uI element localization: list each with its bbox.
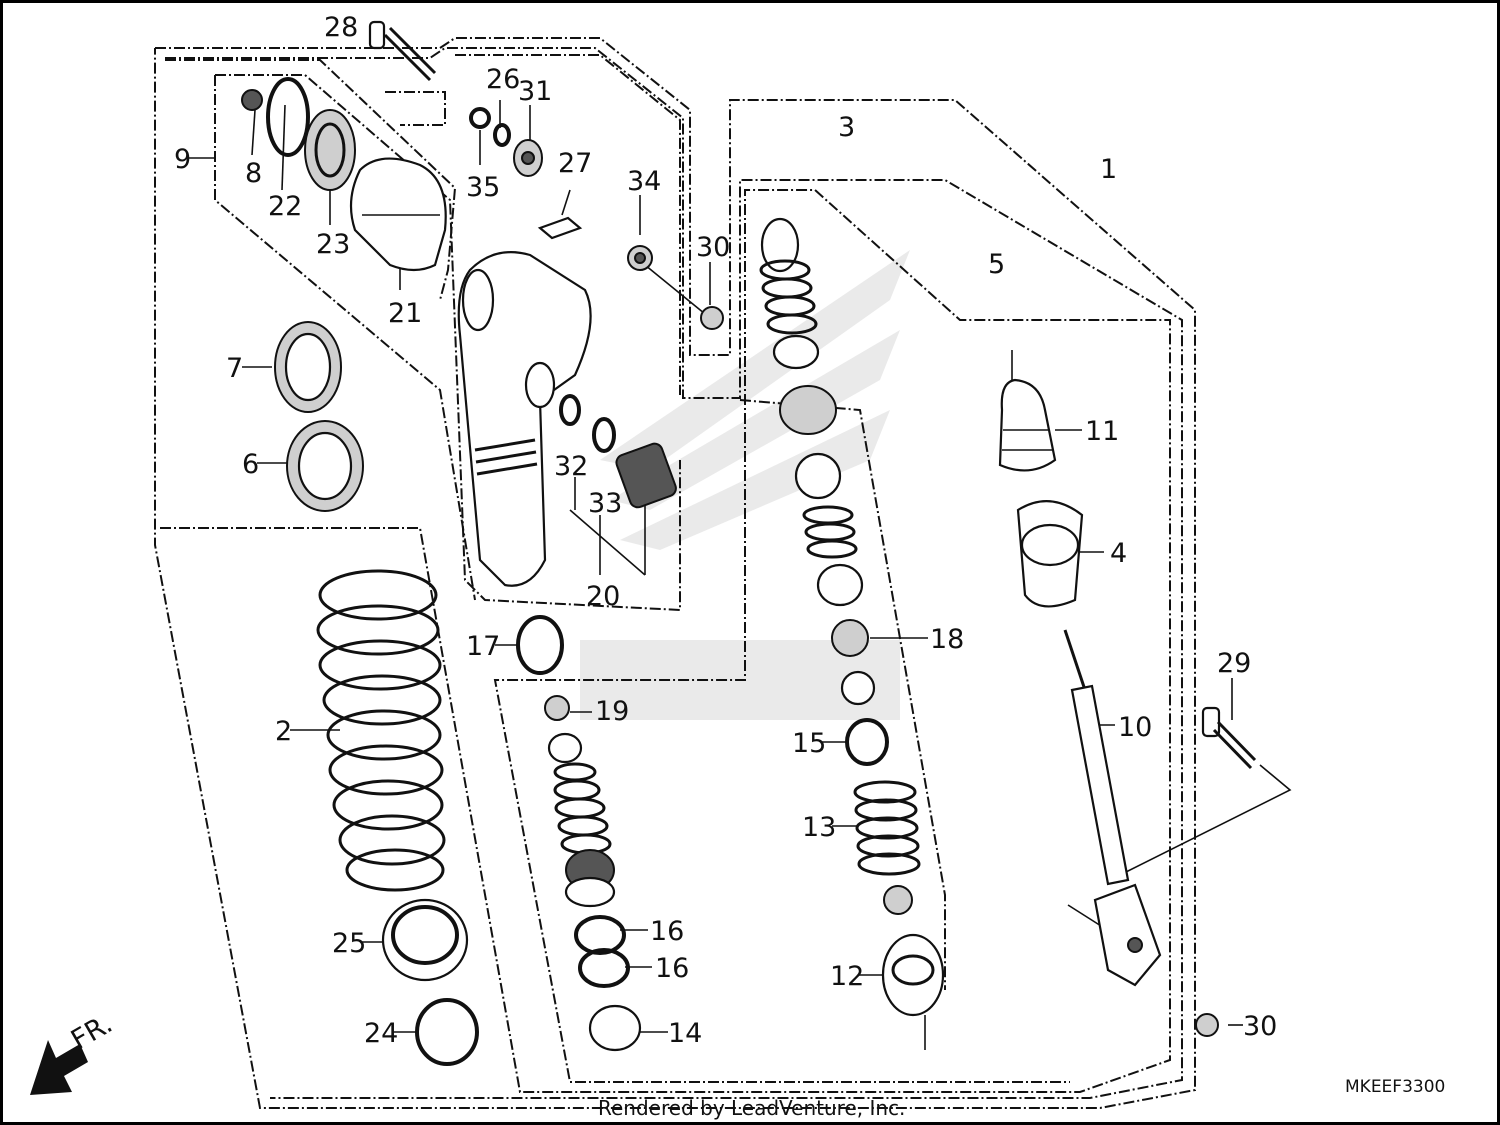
callout-32: 32 <box>554 451 588 482</box>
bump-rubber-11 <box>998 378 1057 472</box>
callout-10: 10 <box>1118 712 1152 743</box>
diagram-code: MKEEF3300 <box>1345 1077 1445 1097</box>
callout-30a: 30 <box>696 232 730 263</box>
callout-16a: 16 <box>650 916 684 947</box>
callout-17: 17 <box>466 631 500 662</box>
callout-26: 26 <box>486 64 520 95</box>
lock-ring-6 <box>286 420 364 512</box>
callout-23: 23 <box>316 229 350 260</box>
fitting-31 <box>513 139 543 177</box>
callout-2: 2 <box>275 716 292 747</box>
callout-34: 34 <box>627 166 661 197</box>
callout-30b: 30 <box>1243 1011 1277 1042</box>
piston-stack-center <box>759 217 945 1017</box>
adjuster-20 <box>615 442 677 509</box>
callout-29: 29 <box>1217 648 1251 679</box>
callout-3: 3 <box>838 112 855 143</box>
spring-seat-25 <box>381 898 469 982</box>
parts <box>241 20 1257 1066</box>
callout-21: 21 <box>388 298 422 329</box>
callout-25: 25 <box>332 928 366 959</box>
callout-24: 24 <box>364 1018 398 1049</box>
callout-20: 20 <box>586 581 620 612</box>
callout-19: 19 <box>595 696 629 727</box>
callout-18: 18 <box>930 624 964 655</box>
spring-2 <box>316 569 446 892</box>
callout-27: 27 <box>558 148 592 179</box>
bolt-28 <box>368 20 437 82</box>
callout-22: 22 <box>268 191 302 222</box>
callout-11: 11 <box>1085 416 1119 447</box>
callout-1: 1 <box>1100 154 1117 185</box>
damper-rod-10 <box>1063 629 1162 987</box>
callout-14: 14 <box>668 1018 702 1049</box>
assembly-outlines <box>154 37 1196 1109</box>
callout-7: 7 <box>226 353 243 384</box>
callout-28: 28 <box>324 12 358 43</box>
lock-ring-7 <box>274 321 342 413</box>
damper-body <box>457 251 592 587</box>
callout-33: 33 <box>588 488 622 519</box>
callout-12: 12 <box>830 961 864 992</box>
reservoir-21 <box>349 157 447 272</box>
callout-labels: 1 2 3 4 5 6 7 8 9 10 11 12 13 14 15 16 1… <box>174 12 1277 1049</box>
front-direction-arrow-icon: FR. <box>30 1008 118 1095</box>
callout-8: 8 <box>245 158 262 189</box>
callout-6: 6 <box>242 449 259 480</box>
callout-31: 31 <box>518 76 552 107</box>
callout-4: 4 <box>1110 538 1127 569</box>
reservoir-cap-23 <box>304 109 356 191</box>
piston-stack-left <box>547 732 642 1052</box>
callout-15: 15 <box>792 728 826 759</box>
bump-cap-4 <box>1016 500 1084 608</box>
leader-lines <box>188 100 1292 1050</box>
callout-16b: 16 <box>655 953 689 984</box>
callout-9: 9 <box>174 144 191 175</box>
callout-5: 5 <box>988 249 1005 280</box>
callout-35: 35 <box>466 172 500 203</box>
render-credit: Rendered by LeadVenture, Inc. <box>598 1096 905 1120</box>
bolt-29 <box>1201 706 1257 770</box>
callout-13: 13 <box>802 812 836 843</box>
